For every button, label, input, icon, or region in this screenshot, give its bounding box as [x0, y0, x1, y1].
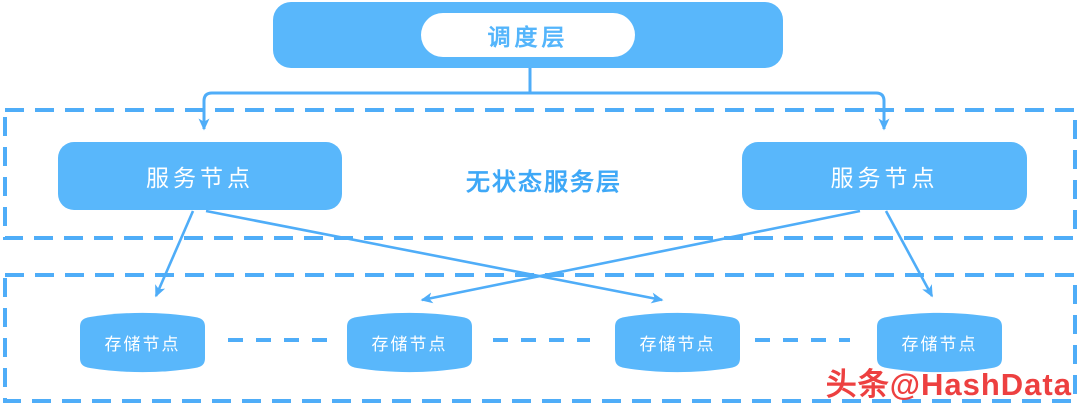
storage-node-1-label: 存储节点 — [104, 335, 181, 354]
scheduler-pill: 调度层 — [421, 13, 635, 57]
storage-node-1: 存储节点 — [76, 310, 209, 375]
storage-layer-dashed-border — [3, 273, 1077, 403]
storage-node-4-label: 存储节点 — [901, 335, 978, 354]
storage-node-3: 存储节点 — [611, 310, 744, 375]
storage-node-2: 存储节点 — [343, 310, 476, 375]
arrow-scheduler-to-service-left — [198, 91, 530, 131]
service-node-left-label: 服务节点 — [146, 165, 254, 191]
database-cylinder-icon — [877, 312, 1002, 373]
scheduler-label: 调度层 — [487, 24, 569, 50]
database-cylinder-icon — [615, 312, 740, 373]
database-cylinder-icon — [347, 312, 472, 373]
arrow-service-right-to-storage-4 — [884, 210, 934, 298]
watermark-text: 头条@HashData — [825, 367, 1072, 402]
service-node-left: 服务节点 — [58, 142, 342, 210]
arrow-scheduler-to-service-right — [530, 91, 890, 131]
storage-node-2-label: 存储节点 — [371, 335, 448, 354]
arrow-service-left-to-storage-3 — [205, 209, 664, 304]
arrow-service-right-to-storage-2 — [420, 209, 861, 304]
service-node-right-label: 服务节点 — [830, 165, 939, 191]
database-cylinder-icon — [80, 312, 205, 373]
scheduler-layer-box: 调度层 — [273, 2, 783, 68]
storage-node-3-label: 存储节点 — [639, 335, 716, 354]
service-node-right: 服务节点 — [742, 142, 1027, 210]
storage-node-4: 存储节点 — [873, 310, 1006, 375]
arrow-service-left-to-storage-1 — [154, 210, 195, 298]
service-layer-title: 无状态服务层 — [466, 169, 622, 196]
